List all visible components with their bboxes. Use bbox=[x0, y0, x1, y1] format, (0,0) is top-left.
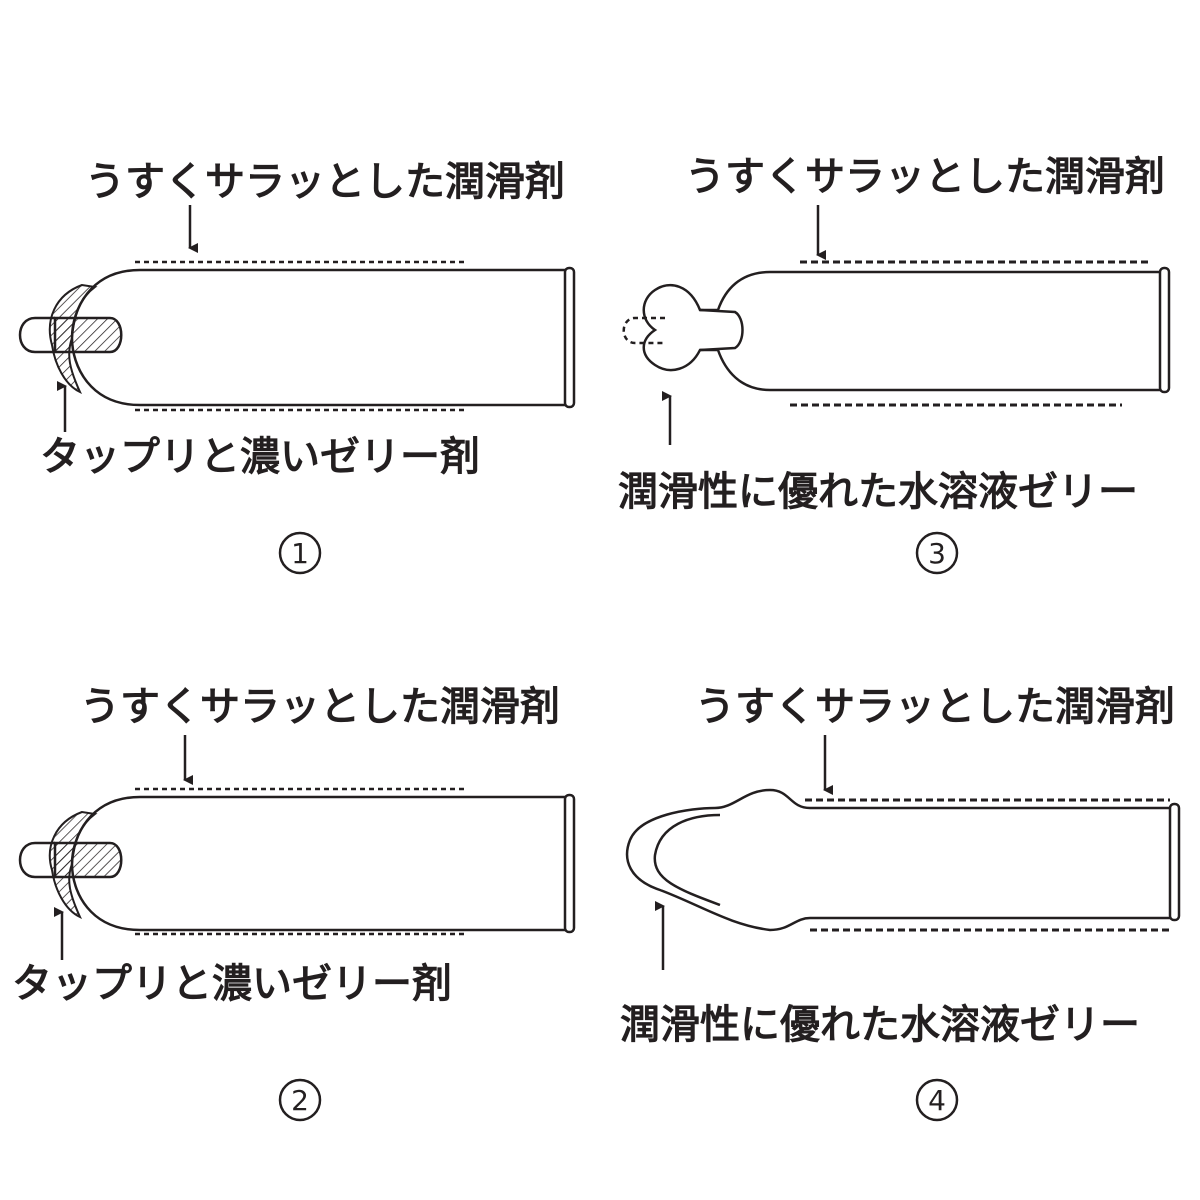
reservoir-tip bbox=[53, 316, 123, 354]
panel-number: 4 bbox=[928, 1084, 946, 1117]
condom-body bbox=[625, 788, 1170, 932]
panel-1: うすくサラッとした潤滑剤 タップリと濃いゼリー剤 1 bbox=[18, 159, 576, 575]
reservoir-end bbox=[18, 316, 55, 354]
panel-number: 3 bbox=[928, 537, 946, 570]
gel-layer bbox=[653, 813, 721, 907]
panel-number: 1 bbox=[291, 537, 309, 570]
panel-2: うすくサラッとした潤滑剤 タップリと濃いゼリー剤 2 bbox=[12, 684, 576, 1122]
condom-rim bbox=[1168, 802, 1181, 922]
bottom-label: タップリと濃いゼリー剤 bbox=[40, 434, 480, 480]
condom-rim bbox=[1158, 266, 1171, 394]
bottom-label: 潤滑性に優れた水溶液ゼリー bbox=[618, 469, 1138, 515]
panel-number: 2 bbox=[291, 1084, 309, 1117]
condom-body bbox=[642, 270, 1160, 392]
gel-layer bbox=[48, 810, 98, 920]
number-circle bbox=[915, 1078, 959, 1122]
number-circle bbox=[915, 531, 959, 575]
top-label: うすくサラッとした潤滑剤 bbox=[80, 684, 560, 730]
reservoir-end bbox=[18, 841, 55, 879]
number-circle bbox=[278, 531, 322, 575]
top-label: うすくサラッとした潤滑剤 bbox=[695, 684, 1175, 730]
condom-body bbox=[70, 268, 565, 407]
condom-body bbox=[70, 795, 565, 932]
reservoir-tip bbox=[53, 841, 123, 879]
panel-4: うすくサラッとした潤滑剤 潤滑性に優れた水溶液ゼリー 4 bbox=[620, 684, 1181, 1122]
number-circle bbox=[278, 1078, 322, 1122]
reservoir-tip bbox=[699, 308, 744, 352]
bottom-label: タップリと濃いゼリー剤 bbox=[12, 961, 452, 1007]
condom-rim bbox=[563, 793, 576, 934]
panel-3: うすくサラッとした潤滑剤 潤滑性に優れた水溶液ゼリー 3 bbox=[618, 154, 1171, 575]
condom-rim bbox=[563, 266, 576, 409]
bottom-label: 潤滑性に優れた水溶液ゼリー bbox=[620, 1002, 1140, 1048]
top-label: うすくサラッとした潤滑剤 bbox=[85, 159, 565, 205]
top-label: うすくサラッとした潤滑剤 bbox=[685, 154, 1165, 200]
reservoir-end-dashed bbox=[622, 316, 665, 345]
